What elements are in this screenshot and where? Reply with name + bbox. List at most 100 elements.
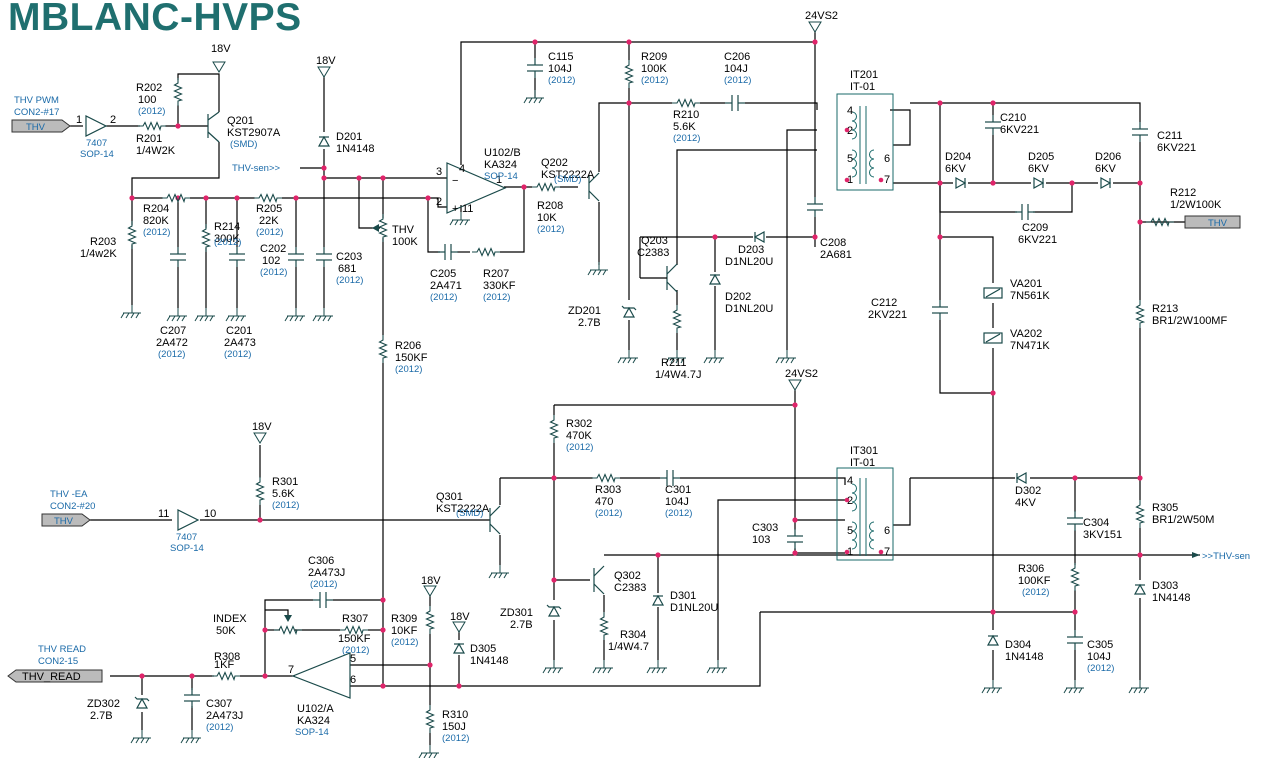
svg-text:102: 102	[262, 255, 280, 267]
svg-text:6KV: 6KV	[1028, 163, 1049, 175]
svg-text:7407: 7407	[86, 138, 107, 149]
svg-text:R307: R307	[342, 613, 368, 625]
svg-text:330KF: 330KF	[483, 280, 516, 292]
svg-text:D1NL20U: D1NL20U	[725, 303, 773, 315]
svg-text:2: 2	[110, 114, 116, 126]
svg-text:1/4w2K: 1/4w2K	[80, 248, 117, 260]
svg-text:(2012): (2012)	[430, 292, 457, 303]
svg-text:R210: R210	[673, 109, 699, 121]
svg-text:(2012): (2012)	[336, 275, 363, 286]
svg-text:1: 1	[847, 174, 853, 186]
svg-text:2.7B: 2.7B	[510, 619, 533, 631]
svg-text:(2012): (2012)	[256, 227, 283, 238]
svg-text:C206: C206	[724, 51, 750, 63]
svg-text:(2012): (2012)	[1022, 587, 1049, 598]
supply-18v-label: 18V	[450, 611, 470, 623]
svg-text:ZD301: ZD301	[500, 607, 533, 619]
svg-text:150J: 150J	[442, 721, 466, 733]
transistor-q203	[639, 255, 678, 293]
svg-text:ZD302: ZD302	[87, 698, 120, 710]
thv-ea-con-label: CON2-#20	[50, 501, 95, 512]
svg-text:6KV: 6KV	[945, 163, 966, 175]
svg-text:IT201: IT201	[850, 69, 878, 81]
svg-text:50K: 50K	[216, 625, 236, 637]
svg-text:D305: D305	[470, 643, 496, 655]
svg-text:C2383: C2383	[637, 247, 669, 259]
pin-numbers: 1 2 11 10 3 2 4 11 1 5 6 7 4 2 5 1 6 7 4…	[76, 105, 890, 686]
svg-text:1KF: 1KF	[214, 659, 234, 671]
svg-text:(2012): (2012)	[442, 733, 469, 744]
svg-text:KST2222A: KST2222A	[436, 503, 490, 515]
svg-text:1N4148: 1N4148	[1152, 592, 1191, 604]
svg-text:1: 1	[76, 114, 82, 126]
svg-text:22K: 22K	[259, 215, 279, 227]
thv-pwm-con-label: CON2-#17	[14, 107, 59, 118]
svg-text:2: 2	[847, 125, 853, 137]
svg-text:4: 4	[847, 105, 853, 117]
svg-text:SOP-14: SOP-14	[295, 727, 329, 738]
svg-text:R309: R309	[391, 613, 417, 625]
svg-text:470K: 470K	[566, 430, 592, 442]
svg-text:(2012): (2012)	[272, 500, 299, 511]
index-potentiometer	[273, 615, 303, 635]
svg-text:C212: C212	[871, 297, 897, 309]
thv-sen-in-label: THV-sen>>	[232, 163, 281, 174]
svg-text:6KV221: 6KV221	[1000, 124, 1039, 136]
transistor-q201	[207, 111, 220, 143]
svg-text:1/4W4.7: 1/4W4.7	[608, 641, 649, 653]
svg-text:IT-01: IT-01	[850, 81, 875, 93]
svg-text:6: 6	[884, 525, 890, 537]
svg-text:R211: R211	[661, 357, 686, 369]
svg-text:C202: C202	[260, 243, 286, 255]
svg-text:2A473: 2A473	[224, 337, 256, 349]
svg-text:1/4W2K: 1/4W2K	[136, 145, 176, 157]
svg-text:10: 10	[204, 508, 216, 520]
svg-text:6: 6	[884, 153, 890, 165]
svg-text:C2383: C2383	[614, 582, 646, 594]
opamp-u102b: −+	[446, 162, 507, 215]
svg-text:(2012): (2012)	[214, 237, 241, 248]
svg-text:VA201: VA201	[1010, 278, 1042, 290]
svg-text:SOP-14: SOP-14	[484, 171, 518, 182]
svg-text:R301: R301	[272, 476, 298, 488]
svg-text:C307: C307	[206, 698, 232, 710]
svg-text:KA324: KA324	[484, 159, 517, 171]
buffer-7407-b	[177, 509, 199, 531]
svg-text:(2012): (2012)	[342, 645, 369, 656]
svg-text:SOP-14: SOP-14	[80, 149, 114, 160]
svg-text:1/2W100K: 1/2W100K	[1170, 199, 1222, 211]
svg-text:470: 470	[595, 496, 613, 508]
svg-text:(2012): (2012)	[158, 349, 185, 360]
svg-text:1/4W4.7J: 1/4W4.7J	[655, 369, 701, 381]
supply-18v-label: 18V	[421, 575, 441, 587]
svg-text:(2012): (2012)	[483, 292, 510, 303]
svg-text:7: 7	[884, 546, 890, 558]
svg-text:100K: 100K	[641, 63, 667, 75]
wiring	[70, 30, 1200, 745]
svg-text:R213: R213	[1152, 303, 1178, 315]
svg-text:C304: C304	[1083, 517, 1109, 529]
svg-text:R306: R306	[1018, 563, 1044, 575]
svg-text:R305: R305	[1152, 502, 1178, 514]
thv-sen-out-arrow	[1192, 552, 1200, 558]
svg-text:C209: C209	[1022, 222, 1048, 234]
svg-text:1N4148: 1N4148	[336, 143, 375, 155]
svg-text:BR1/2W50M: BR1/2W50M	[1152, 514, 1214, 526]
svg-text:3KV151: 3KV151	[1083, 529, 1122, 541]
svg-text:IT-01: IT-01	[850, 457, 875, 469]
svg-text:10KF: 10KF	[391, 625, 418, 637]
svg-text:4KV: 4KV	[1015, 497, 1036, 509]
svg-text:5.6K: 5.6K	[272, 488, 295, 500]
transformer-it301	[836, 467, 894, 561]
svg-text:(2012): (2012)	[537, 224, 564, 235]
svg-text:(2012): (2012)	[665, 508, 692, 519]
svg-text:150KF: 150KF	[395, 352, 428, 364]
supply-18v-label: 18V	[316, 55, 336, 67]
port-thv-ea: THV	[41, 513, 91, 527]
svg-text:5: 5	[847, 525, 853, 537]
svg-text:VA202: VA202	[1010, 328, 1042, 340]
transistor-q302	[593, 565, 605, 595]
thv-sen-out-label: >>THV-sen	[1202, 551, 1250, 562]
svg-text:C115: C115	[548, 51, 573, 63]
